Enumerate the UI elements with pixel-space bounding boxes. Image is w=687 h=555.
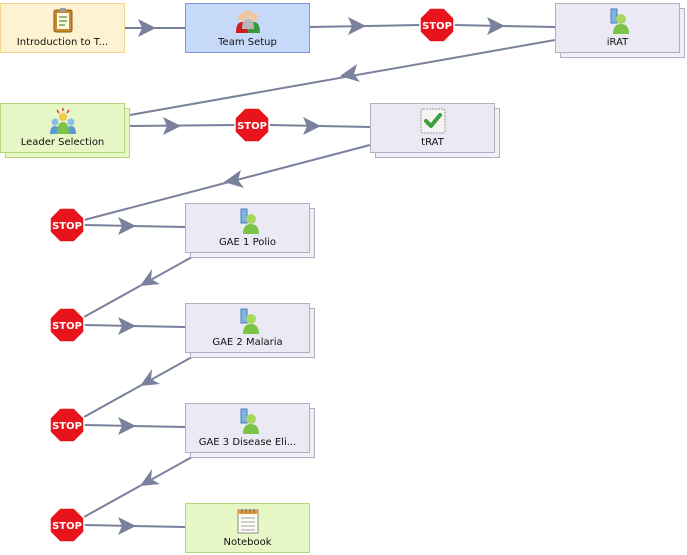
activity-label: Leader Selection — [20, 137, 105, 148]
connector-gae3-stop6[interactable] — [83, 456, 193, 518]
activity-label: GAE 2 Malaria — [212, 337, 283, 348]
arrowhead-icon — [163, 117, 181, 135]
stop-label: STOP — [52, 421, 82, 432]
user-assessment-icon — [610, 8, 629, 34]
connector-irat-leader[interactable] — [129, 39, 556, 116]
arrowhead-icon — [140, 369, 160, 386]
arrowhead-icon — [348, 17, 366, 35]
activity-gae1[interactable]: GAE 1 Polio — [185, 203, 310, 253]
activity-label: Team Setup — [218, 37, 277, 48]
stop-gate-icon[interactable]: STOP — [49, 207, 85, 243]
arrowhead-icon — [340, 64, 360, 82]
stop-gate-icon[interactable]: STOP — [234, 107, 270, 143]
user-assessment-icon — [240, 408, 259, 434]
stop-gate-icon[interactable]: STOP — [49, 507, 85, 543]
stop-gate-icon[interactable]: STOP — [419, 7, 455, 43]
activity-gae3[interactable]: GAE 3 Disease Eli... — [185, 403, 310, 453]
stop-label: STOP — [422, 21, 452, 32]
activity-leader-selection[interactable]: Leader Selection — [0, 103, 125, 153]
stop-gate-icon[interactable]: STOP — [49, 307, 85, 343]
activity-label: Notebook — [223, 537, 272, 548]
activity-trat[interactable]: tRAT — [370, 103, 495, 153]
activity-gae2[interactable]: GAE 2 Malaria — [185, 303, 310, 353]
arrowhead-icon — [118, 517, 136, 535]
notepad-icon — [237, 509, 258, 534]
stop-label: STOP — [52, 221, 82, 232]
leader-selection-icon — [49, 108, 76, 134]
stop-label: STOP — [52, 321, 82, 332]
arrowhead-icon — [487, 17, 505, 35]
stop-label: STOP — [237, 121, 267, 132]
stop-label: STOP — [52, 521, 82, 532]
notebook-pen-icon — [53, 8, 72, 33]
arrowhead-icon — [140, 269, 160, 286]
arrowhead-icon — [118, 217, 136, 235]
connector-gae1-stop4[interactable] — [83, 256, 193, 318]
arrowhead-icon — [138, 19, 156, 37]
activity-label: GAE 1 Polio — [218, 237, 277, 248]
group-users-icon — [235, 10, 260, 33]
user-assessment-icon — [240, 208, 259, 234]
activity-label: iRAT — [606, 37, 629, 48]
activity-label: Introduction to T... — [16, 37, 109, 48]
arrowhead-icon — [118, 317, 136, 335]
connector-leader-stop2[interactable] — [129, 124, 236, 127]
arrowhead-icon — [303, 117, 321, 135]
arrowhead-icon — [224, 170, 244, 188]
activity-label: GAE 3 Disease Eli... — [198, 437, 297, 448]
connector-gae2-stop5[interactable] — [83, 356, 193, 418]
activity-notebook[interactable]: Notebook — [185, 503, 310, 553]
user-assessment-icon — [240, 308, 259, 334]
activity-irat[interactable]: iRAT — [555, 3, 680, 53]
activity-introduction[interactable]: Introduction to T... — [0, 3, 125, 53]
arrowhead-icon — [118, 417, 136, 435]
activity-team-setup[interactable]: Team Setup — [185, 3, 310, 53]
stop-gate-icon[interactable]: STOP — [49, 407, 85, 443]
checkmark-icon — [420, 108, 445, 134]
arrowhead-icon — [140, 469, 160, 486]
activity-label: tRAT — [421, 137, 444, 148]
